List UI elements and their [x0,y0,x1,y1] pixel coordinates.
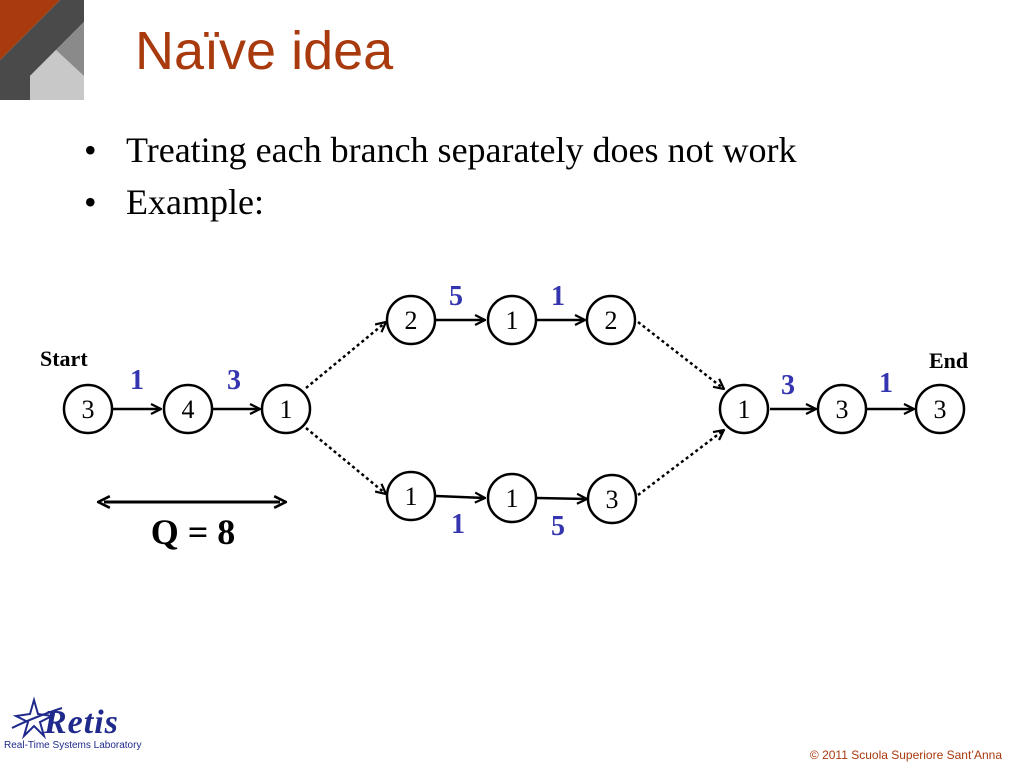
node-n8: 1 [486,472,538,524]
edge-n3-n4 [305,322,386,389]
node-n9: 3 [586,473,638,525]
node-n2: 4 [162,383,214,435]
edge-n8-n9 [536,498,587,499]
edge-label-e6: 5 [551,511,565,542]
edge-label-e1: 1 [130,365,144,396]
node-value: 1 [506,484,519,513]
node-value: 1 [405,482,418,511]
edge-label-e4: 1 [551,281,565,312]
node-n11: 3 [816,383,868,435]
star-logo-icon [11,696,63,740]
bullet-item: Example: [84,176,796,228]
edge-label-e8: 1 [879,368,893,399]
node-value: 3 [82,395,95,424]
q-label: Q = 8 [151,512,236,552]
edge-label-e7: 3 [781,370,795,401]
node-value: 3 [836,395,849,424]
edge-n6-n10 [637,321,724,389]
node-n4: 2 [385,294,437,346]
end-label: End [929,348,968,373]
page-title: Naïve idea [135,21,394,81]
edge-n3-n7 [305,427,386,494]
node-n7: 1 [385,470,437,522]
edge-label-e2: 3 [227,365,241,396]
node-n3: 1 [260,383,312,435]
bullet-item: Treating each branch separately does not… [84,124,796,176]
edge-label-e5: 1 [451,509,465,540]
node-value: 3 [934,395,947,424]
bullet-list: Treating each branch separately does not… [84,124,796,228]
edge-n7-n8 [435,496,485,498]
node-value: 1 [280,395,293,424]
start-label: Start [40,346,88,371]
node-value: 4 [182,395,195,424]
node-value: 2 [405,306,418,335]
retis-logo: Retis Real-Time Systems Laboratory [4,696,164,756]
edge-n9-n10 [637,430,724,496]
retis-logo-subtitle: Real-Time Systems Laboratory [4,740,142,751]
node-n5: 1 [486,294,538,346]
house-logo-icon [0,0,84,100]
node-value: 2 [605,306,618,335]
node-n1: 3 [62,383,114,435]
copyright-text: © 2011 Scuola Superiore Sant’Anna [809,748,1002,762]
node-n6: 2 [585,294,637,346]
node-n10: 1 [718,383,770,435]
node-value: 3 [606,485,619,514]
retis-logo-word: Retis [44,704,119,741]
node-value: 1 [738,395,751,424]
node-n12: 3 [914,383,966,435]
node-value: 1 [506,306,519,335]
edge-label-e3: 5 [449,281,463,312]
